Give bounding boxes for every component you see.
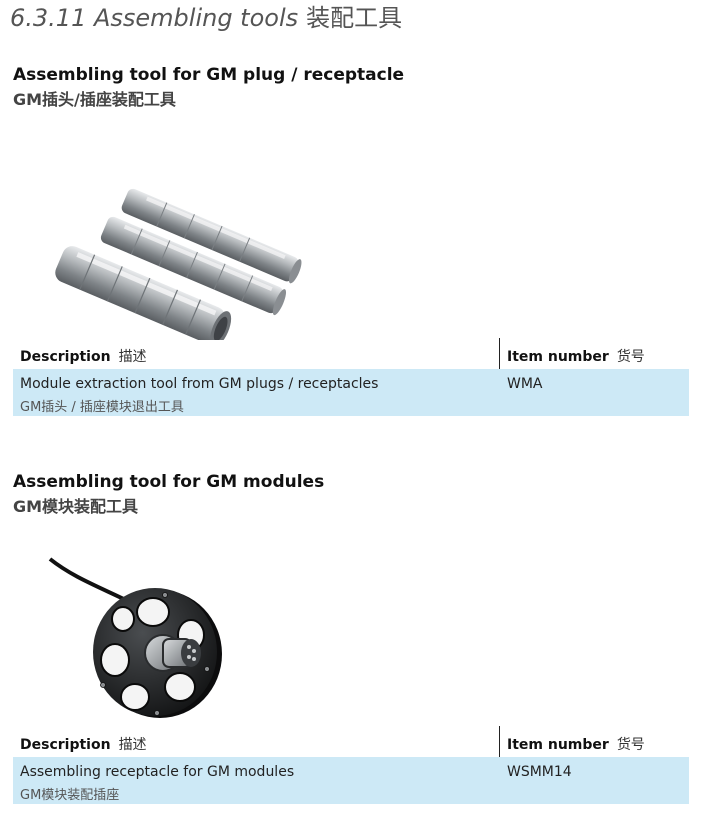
page-title-zh: 装配工具 <box>306 4 403 32</box>
assembling-receptacle-photo <box>48 557 222 718</box>
table-row: Module extraction tool from GM plugs / r… <box>13 369 689 416</box>
row-description-en: Assembling receptacle for GM modules <box>20 764 295 780</box>
row-description-en: Module extraction tool from GM plugs / r… <box>20 376 379 392</box>
section-title-en: Assembling tool for GM modules <box>13 472 325 492</box>
section-title-zh: GM模块装配工具 <box>13 497 139 516</box>
section-gm-module-tool: Assembling tool for GM modules GM模块装配工具 <box>0 472 720 807</box>
row-description-zh: GM模块装配插座 <box>20 788 120 803</box>
section-title-en: Assembling tool for GM plug / receptacle <box>13 65 405 85</box>
row-item-number: WSMM14 <box>507 764 572 780</box>
table-row: Assembling receptacle for GM modules GM模… <box>13 757 689 804</box>
section-gm-plug-tool: Assembling tool for GM plug / receptacle… <box>0 65 720 417</box>
section-title-zh: GM插头/插座装配工具 <box>13 90 176 109</box>
tube-extraction-tools-photo <box>55 188 302 340</box>
page-title-en: 6.3.11 Assembling tools <box>10 4 299 32</box>
row-description-zh: GM插头 / 插座模块退出工具 <box>20 400 184 415</box>
row-item-number: WMA <box>507 376 543 392</box>
